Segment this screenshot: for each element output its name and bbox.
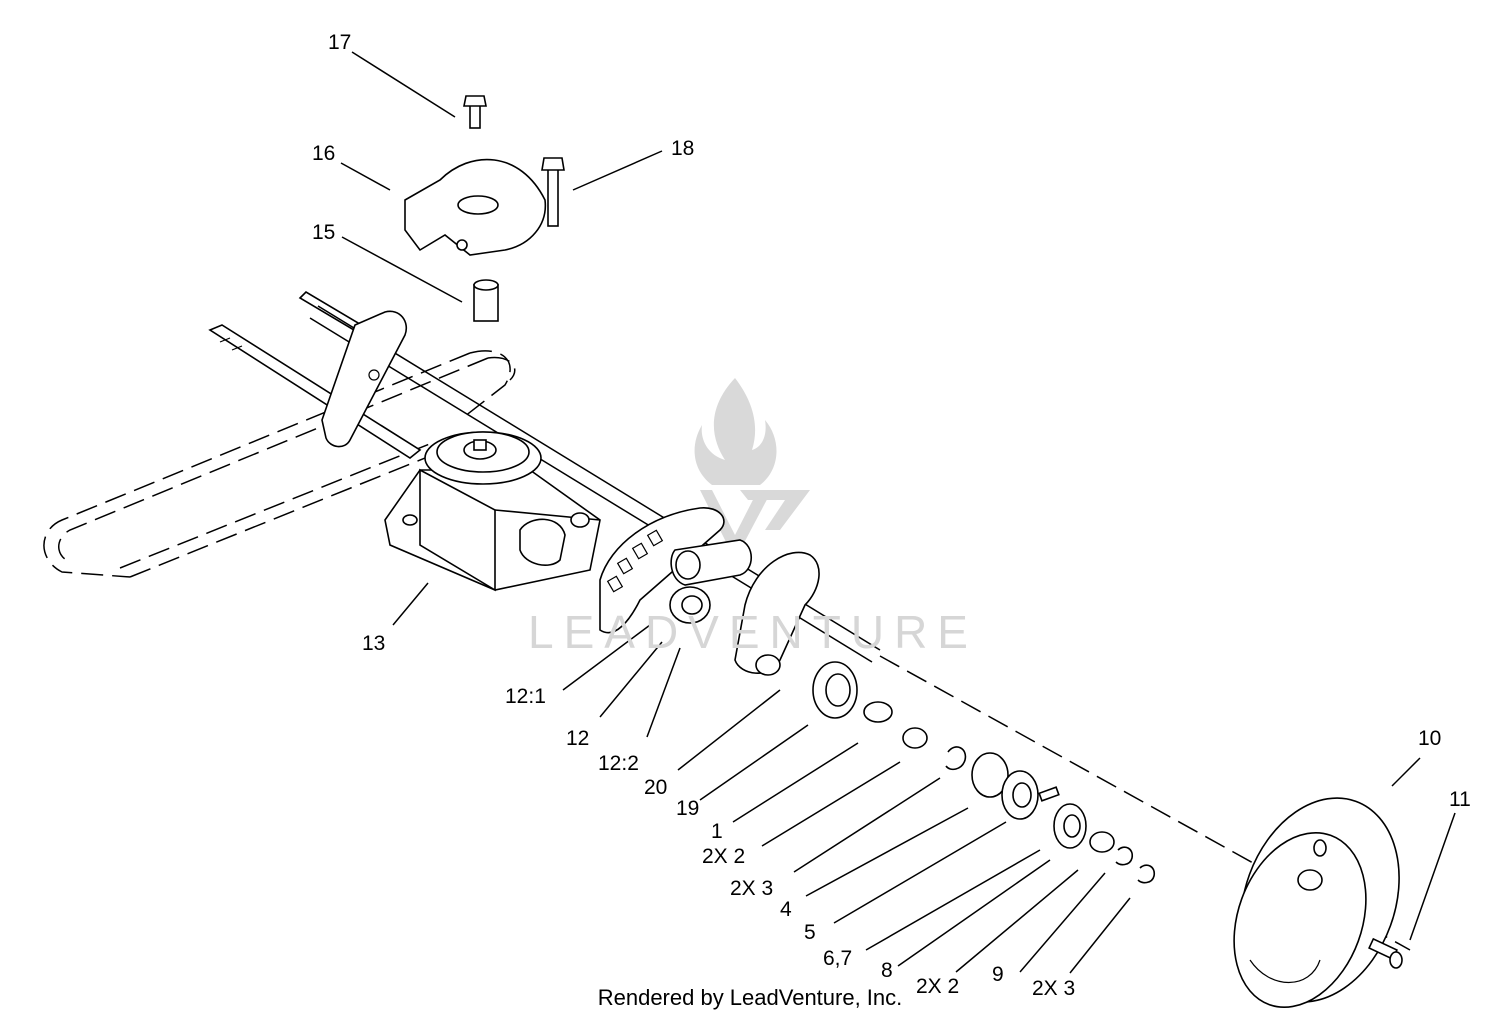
rear-wheel xyxy=(1233,797,1400,1008)
callout-2x2-b: 2X 2 xyxy=(916,975,959,998)
callout-9: 9 xyxy=(992,963,1004,986)
drive-belt xyxy=(43,350,516,578)
callout-20: 20 xyxy=(644,776,667,799)
callout-1: 1 xyxy=(711,820,723,843)
callout-2x2-a: 2X 2 xyxy=(702,845,745,868)
callout-13: 13 xyxy=(362,632,385,655)
washer-stack xyxy=(755,654,1156,884)
callout-17: 17 xyxy=(328,31,351,54)
bolt-17 xyxy=(463,95,487,129)
callout-labels: 17 16 18 15 13 12:1 12 12:2 20 19 1 2X 2… xyxy=(312,31,1471,1000)
pivot-bracket xyxy=(321,310,407,448)
transmission-housing xyxy=(384,431,601,592)
callout-15: 15 xyxy=(312,221,335,244)
bolt-18 xyxy=(541,157,565,227)
watermark-flame-icon xyxy=(694,378,810,560)
shift-bracket xyxy=(599,507,725,634)
callout-18: 18 xyxy=(671,137,694,160)
callout-12-2: 12:2 xyxy=(598,752,639,775)
credit-line: Rendered by LeadVenture, Inc. xyxy=(597,985,903,1010)
cover-plate-16 xyxy=(404,158,547,256)
leader-lines xyxy=(340,51,1456,974)
callout-19: 19 xyxy=(676,797,699,820)
callout-2x3-b: 2X 3 xyxy=(1032,977,1075,1000)
callout-5: 5 xyxy=(804,921,816,944)
watermark-text: LEADVENTURE xyxy=(528,606,978,658)
shift-knob xyxy=(669,539,753,624)
callout-6-7: 6,7 xyxy=(823,947,852,970)
callout-11: 11 xyxy=(1449,788,1471,811)
spacer-15 xyxy=(473,279,499,322)
callout-2x3-a: 2X 3 xyxy=(730,877,773,900)
right-pivot-bracket xyxy=(734,551,820,674)
callout-4: 4 xyxy=(780,898,792,921)
callout-10: 10 xyxy=(1418,727,1441,750)
bolt-11 xyxy=(1368,937,1403,969)
callout-12-1: 12:1 xyxy=(505,685,546,708)
callout-8: 8 xyxy=(881,959,893,982)
callout-16: 16 xyxy=(312,142,335,165)
callout-12: 12 xyxy=(566,727,589,750)
